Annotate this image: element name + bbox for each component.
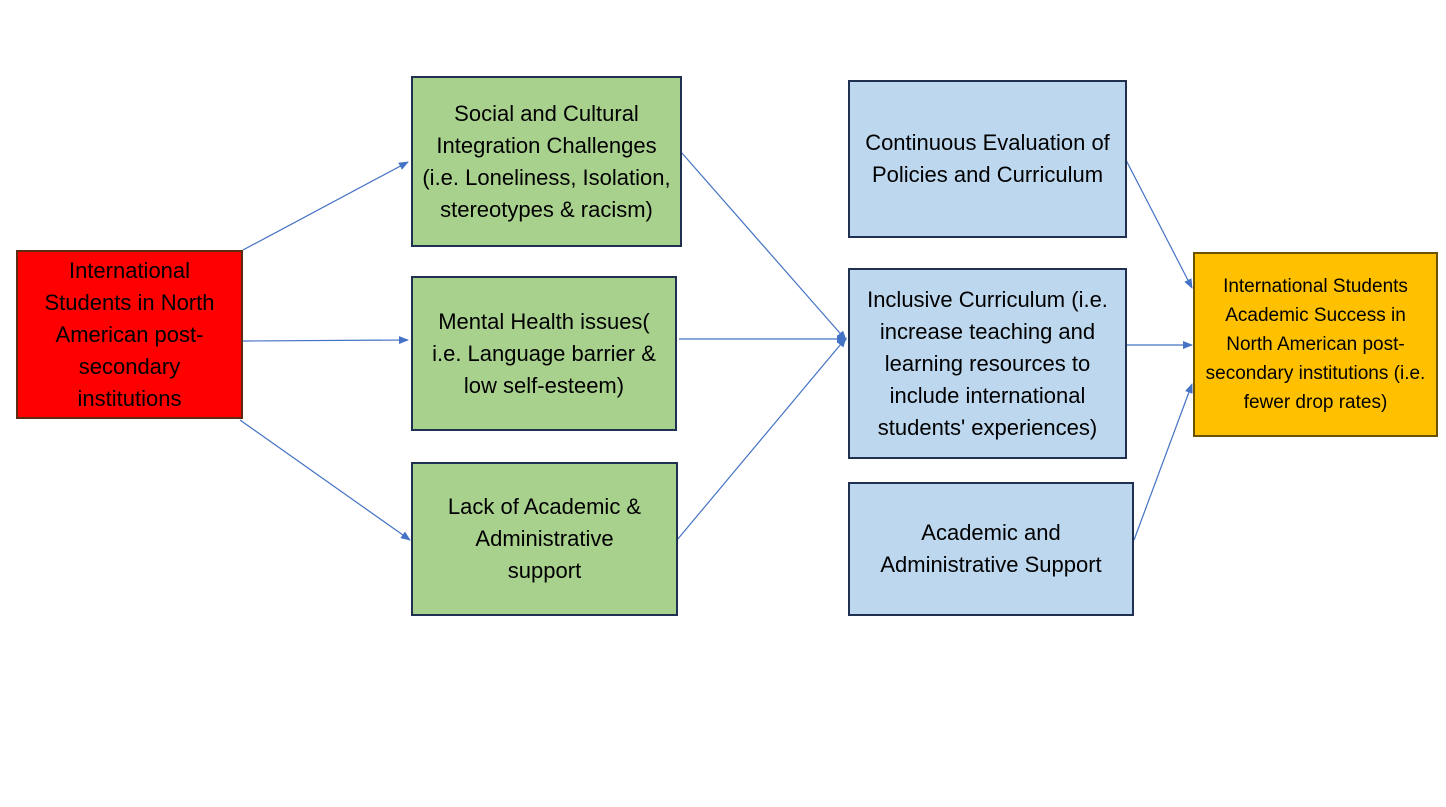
outcome-node: International Students Academic Success … [1193, 252, 1438, 437]
challenge-label: Social and Cultural Integration Challeng… [422, 100, 671, 222]
source-label: International Students in North American… [44, 257, 215, 411]
challenge-node-support: Lack of Academic & Administrative suppor… [411, 462, 678, 616]
arrow-source-to-support [239, 419, 411, 541]
intervention-node-admin-support: Academic and Administrative Support [848, 482, 1134, 616]
arrow-evaluation-to-outcome [1125, 159, 1193, 289]
outcome-label: International Students Academic Success … [1205, 276, 1426, 413]
intervention-node-evaluation: Continuous Evaluation of Policies and Cu… [848, 80, 1127, 238]
arrow-support-to-inclusive [676, 337, 847, 541]
arrow-source-to-mental [242, 336, 409, 345]
challenge-label: Lack of Academic & Administrative suppor… [447, 494, 642, 583]
arrow-source-to-social [242, 161, 409, 251]
intervention-label: Inclusive Curriculum (i.e. increase teac… [867, 286, 1108, 440]
arrow-admin-to-outcome [1133, 383, 1193, 541]
intervention-node-inclusive-curriculum: Inclusive Curriculum (i.e. increase teac… [848, 268, 1127, 459]
intervention-label: Continuous Evaluation of Policies and Cu… [865, 130, 1110, 187]
challenge-node-mental-health: Mental Health issues( i.e. Language barr… [411, 276, 677, 431]
challenge-node-social: Social and Cultural Integration Challeng… [411, 76, 682, 247]
intervention-label: Academic and Administrative Support [880, 520, 1102, 577]
challenge-label: Mental Health issues( i.e. Language barr… [432, 308, 656, 398]
arrow-social-to-inclusive [680, 151, 847, 341]
source-node: International Students in North American… [16, 250, 243, 419]
